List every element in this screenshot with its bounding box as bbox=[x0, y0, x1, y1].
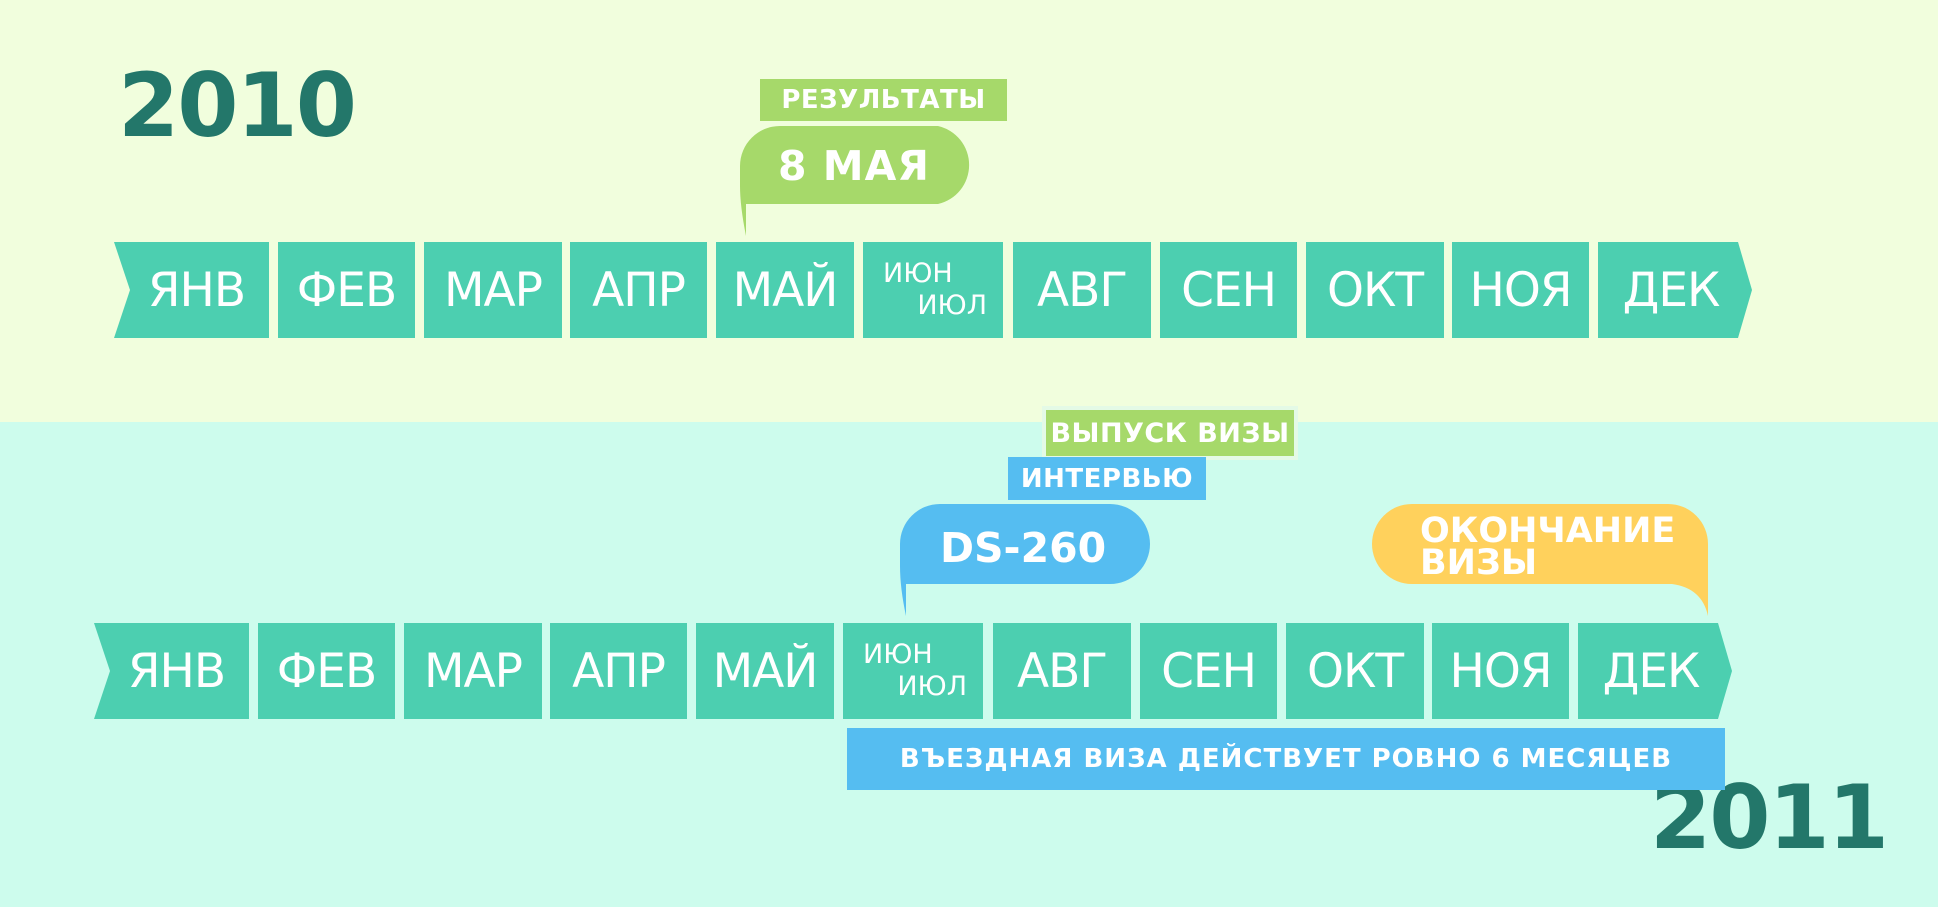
speech-bubble-shape bbox=[740, 126, 970, 236]
month-sep-2010: СЕН bbox=[1160, 242, 1297, 338]
ds260-bubble: DS-260 bbox=[900, 504, 1150, 616]
month-jul-label: ИЮЛ bbox=[917, 290, 987, 321]
month-nov-2010: НОЯ bbox=[1452, 242, 1589, 338]
month-nov-2011: НОЯ bbox=[1432, 623, 1569, 719]
month-jan-2011: ЯНВ bbox=[94, 623, 249, 719]
month-jun-label: ИЮН bbox=[863, 639, 933, 670]
month-feb-2011: ФЕВ bbox=[258, 623, 395, 719]
month-oct-2011: ОКТ bbox=[1286, 623, 1424, 719]
visa-issue-label: ВЫПУСК ВИЗЫ bbox=[1046, 410, 1294, 456]
month-mar-2011: МАР bbox=[404, 623, 542, 719]
ds260-text: DS-260 bbox=[940, 524, 1107, 572]
visa-validity-bar: ВЪЕЗДНАЯ ВИЗА ДЕЙСТВУЕТ РОВНО 6 МЕСЯЦЕВ bbox=[847, 728, 1725, 790]
visa-end-bubble: ОКОНЧАНИЕ ВИЗЫ bbox=[1372, 504, 1708, 616]
year-2010: 2010 bbox=[118, 54, 357, 157]
month-may-2011: МАЙ bbox=[696, 623, 834, 719]
month-jun-label: ИЮН bbox=[883, 258, 953, 289]
month-apr-2011: АПР bbox=[550, 623, 687, 719]
month-aug-2010: АВГ bbox=[1013, 242, 1151, 338]
month-feb-2010: ФЕВ bbox=[278, 242, 415, 338]
speech-bubble-shape bbox=[900, 504, 1150, 616]
month-dec-2010: ДЕК bbox=[1598, 242, 1752, 338]
month-apr-2010: АПР bbox=[570, 242, 707, 338]
month-jan-2010: ЯНВ bbox=[114, 242, 269, 338]
month-may-2010: МАЙ bbox=[716, 242, 854, 338]
month-jun-jul-2011: ИЮН ИЮЛ bbox=[843, 623, 983, 719]
month-aug-2011: АВГ bbox=[993, 623, 1131, 719]
results-label: РЕЗУЛЬТАТЫ bbox=[760, 79, 1007, 121]
month-mar-2010: МАР bbox=[424, 242, 562, 338]
band-2010 bbox=[0, 0, 1938, 422]
month-oct-2010: ОКТ bbox=[1306, 242, 1444, 338]
month-jun-jul-2010: ИЮН ИЮЛ bbox=[863, 242, 1003, 338]
month-dec-2011: ДЕК bbox=[1578, 623, 1732, 719]
visa-end-line1: ОКОНЧАНИЕ bbox=[1420, 511, 1676, 551]
speech-bubble-shape bbox=[1372, 504, 1708, 616]
results-date-text: 8 МАЯ bbox=[778, 142, 930, 190]
interview-label: ИНТЕРВЬЮ bbox=[1008, 457, 1206, 500]
visa-end-line2: ВИЗЫ bbox=[1420, 543, 1538, 583]
month-jul-label: ИЮЛ bbox=[897, 671, 967, 702]
month-sep-2011: СЕН bbox=[1140, 623, 1277, 719]
results-date-bubble: 8 МАЯ bbox=[740, 126, 978, 236]
